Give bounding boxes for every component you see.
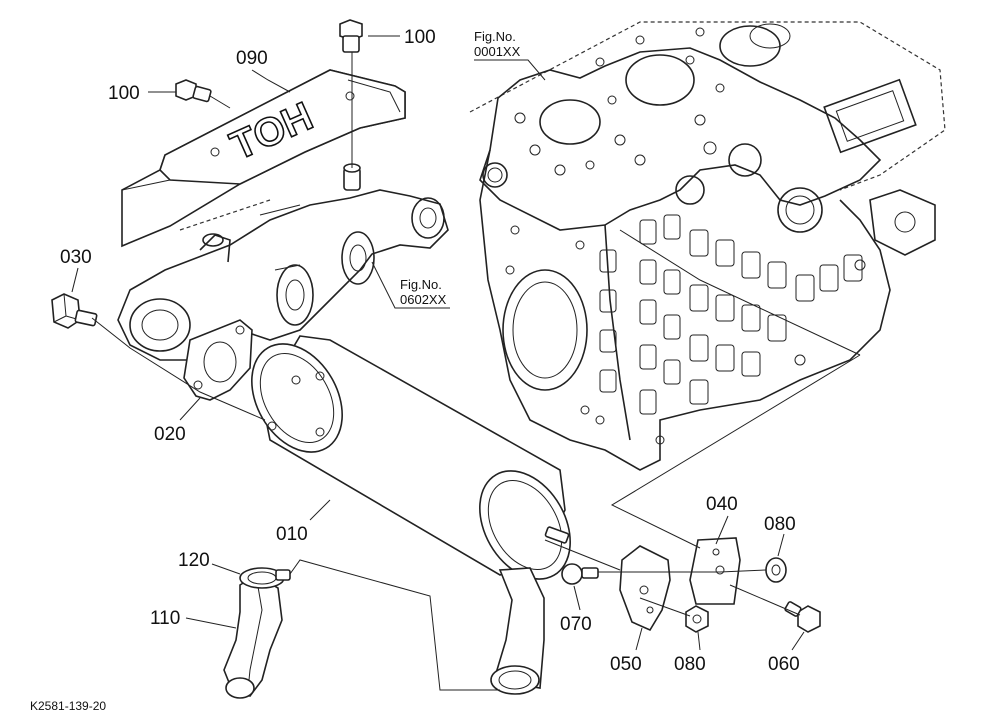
bracket-040 [689,537,741,605]
callout-110: 110 [150,608,180,629]
pipe-110 [223,574,283,699]
figure-ref-block: Fig.No. 0001XX [474,29,546,81]
figure-ref-manifold-line2: 0602XX [400,292,447,307]
callout-090: 090 [236,48,268,69]
callout-080-bottom: 080 [674,654,706,675]
figure-ref-block-line1: Fig.No. [474,29,516,44]
callout-050: 050 [610,654,642,675]
bolt-070 [561,563,599,585]
bracket-050 [619,545,671,632]
figure-ref-manifold: Fig.No. 0602XX [371,261,450,309]
bolt-100-top [339,19,363,53]
bolt-100-left [175,79,212,103]
figure-ref-manifold-line1: Fig.No. [400,277,442,292]
callout-120: 120 [178,550,210,571]
callout-030: 030 [60,247,92,268]
callout-070: 070 [560,614,592,635]
figure-ref-block-line2: 0001XX [474,44,521,59]
callout-020: 020 [154,424,186,445]
washer-080-right [765,557,787,583]
callout-080-right: 080 [764,514,796,535]
clamp-120 [239,567,291,589]
callout-labels: 100 100 090 030 020 010 120 110 040 080 … [60,27,800,675]
heat-shield-090: HOT [121,69,406,248]
callout-leaders [71,35,805,651]
engine-block [469,21,946,471]
callout-010: 010 [276,524,308,545]
callout-060: 060 [768,654,800,675]
callout-100-left: 100 [108,83,140,104]
callout-040: 040 [706,494,738,515]
muffler-010 [251,335,571,695]
bolt-060 [784,601,821,633]
drawing-code: K2581-139-20 [30,699,106,713]
bolt-030 [51,293,98,329]
exhaust-manifold [117,189,449,361]
nut-080-bottom [685,605,709,633]
callout-100-top: 100 [404,27,436,48]
assembly-lines [91,52,861,691]
